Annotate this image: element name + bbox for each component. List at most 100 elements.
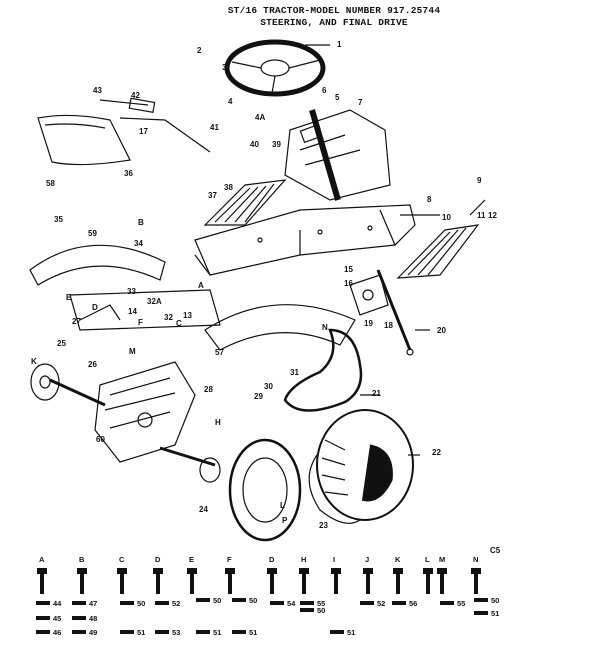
wheel-rim bbox=[199, 438, 302, 542]
part-callout-12: 12 bbox=[488, 211, 497, 220]
hardware-header-11: L bbox=[425, 555, 430, 564]
dash-housing bbox=[284, 109, 391, 201]
hardware-item-number-4: 48 bbox=[89, 614, 97, 623]
part-callout-36: 36 bbox=[124, 169, 133, 178]
corner-label: C5 bbox=[490, 546, 501, 555]
part-callout-43: 43 bbox=[93, 86, 102, 95]
steering-wheel bbox=[224, 39, 326, 97]
bolt-icon bbox=[471, 568, 481, 594]
hardware-item-icon bbox=[270, 601, 284, 605]
hardware-item-icon bbox=[474, 611, 488, 615]
hardware-item-number-8: 52 bbox=[172, 599, 180, 608]
part-callout-31: 31 bbox=[290, 368, 299, 377]
steering-gear bbox=[349, 274, 389, 316]
letter-callout-l: L bbox=[280, 501, 285, 510]
part-callout-42: 42 bbox=[131, 91, 140, 100]
bolt-icon bbox=[37, 568, 47, 594]
part-callout-32: 32 bbox=[164, 313, 173, 322]
part-callout-21: 21 bbox=[372, 389, 381, 398]
hardware-item-number-6: 50 bbox=[137, 599, 145, 608]
part-callout-17: 17 bbox=[139, 127, 148, 136]
part-callout-40: 40 bbox=[250, 140, 259, 149]
chassis-plate bbox=[69, 289, 221, 331]
part-callout-25: 25 bbox=[57, 339, 66, 348]
bolt-icon bbox=[423, 568, 433, 594]
hardware-header-2: C bbox=[119, 555, 125, 564]
part-callout-23: 23 bbox=[319, 521, 328, 530]
footrest-right bbox=[396, 224, 480, 279]
hardware-item-icon bbox=[300, 608, 314, 612]
hardware-item-icon bbox=[196, 630, 210, 634]
steering-shaft bbox=[299, 109, 341, 201]
letter-callout-a: A bbox=[198, 281, 204, 290]
bolt-icon bbox=[331, 568, 341, 594]
rear-fender bbox=[204, 304, 356, 351]
hardware-header-13: N bbox=[473, 555, 478, 564]
hardware-item-number-7: 51 bbox=[137, 628, 145, 637]
part-callout-24: 24 bbox=[199, 505, 208, 514]
hardware-item-icon bbox=[36, 630, 50, 634]
letter-callout-m: M bbox=[129, 347, 136, 356]
bolt-icon bbox=[299, 568, 309, 594]
hardware-item-number-10: 50 bbox=[213, 596, 221, 605]
part-callout-1: 1 bbox=[337, 40, 342, 49]
hardware-item-number-16: 50 bbox=[317, 606, 325, 615]
diagram-title: ST/16 TRACTOR-MODEL NUMBER 917.25744 bbox=[227, 5, 441, 16]
part-callout-58: 58 bbox=[46, 179, 55, 188]
bolt-icon bbox=[437, 568, 447, 594]
part-callout-13: 13 bbox=[183, 311, 192, 320]
letter-callout-f: F bbox=[138, 318, 143, 327]
part-callout-26: 26 bbox=[88, 360, 97, 369]
hardware-header-5: F bbox=[227, 555, 232, 564]
hardware-item-icon bbox=[232, 630, 246, 634]
hardware-item-icon bbox=[72, 616, 86, 620]
hardware-item-number-15: 55 bbox=[317, 599, 325, 608]
hardware-header-8: I bbox=[333, 555, 335, 564]
part-callout-14: 14 bbox=[128, 307, 137, 316]
bolt-icon bbox=[363, 568, 373, 594]
hardware-item-number-5: 49 bbox=[89, 628, 97, 637]
part-callout-34: 34 bbox=[134, 239, 143, 248]
hardware-item-icon bbox=[120, 630, 134, 634]
hardware-header-10: K bbox=[395, 555, 401, 564]
hardware-item-icon bbox=[72, 630, 86, 634]
drive-belt bbox=[283, 328, 363, 412]
part-callout-22: 22 bbox=[432, 448, 441, 457]
part-callout-60: 60 bbox=[96, 435, 105, 444]
hardware-header-12: M bbox=[439, 555, 445, 564]
rear-tire bbox=[308, 409, 414, 524]
seat-pan bbox=[37, 114, 131, 166]
part-callout-16: 16 bbox=[344, 279, 353, 288]
fender-left bbox=[29, 244, 166, 286]
hardware-item-icon bbox=[440, 601, 454, 605]
hub-left bbox=[30, 363, 60, 401]
part-callout-15: 15 bbox=[344, 265, 353, 274]
letter-callout-k: K bbox=[31, 357, 37, 366]
hardware-header-7: H bbox=[301, 555, 306, 564]
part-callout-41: 41 bbox=[210, 123, 219, 132]
part-callout-7: 7 bbox=[358, 98, 363, 107]
letter-callout-b: B bbox=[138, 218, 144, 227]
hardware-item-icon bbox=[232, 598, 246, 602]
part-callout-28: 28 bbox=[204, 385, 213, 394]
hardware-header-9: J bbox=[365, 555, 369, 564]
hardware-item-number-21: 50 bbox=[491, 596, 499, 605]
part-callout-33: 33 bbox=[127, 287, 136, 296]
hardware-item-number-9: 53 bbox=[172, 628, 180, 637]
hardware-header-4: E bbox=[189, 555, 194, 564]
letter-callout-d: D bbox=[92, 303, 98, 312]
hardware-item-icon bbox=[360, 601, 374, 605]
part-callout-5: 5 bbox=[335, 93, 340, 102]
letter-callout-e: E bbox=[66, 293, 72, 302]
part-callout-10: 10 bbox=[442, 213, 451, 222]
part-callout-38: 38 bbox=[224, 183, 233, 192]
part-callout-29: 29 bbox=[254, 392, 263, 401]
bolt-icon bbox=[187, 568, 197, 594]
hardware-item-icon bbox=[120, 601, 134, 605]
part-callout-27: 27 bbox=[72, 317, 81, 326]
leader-lines bbox=[305, 44, 486, 456]
